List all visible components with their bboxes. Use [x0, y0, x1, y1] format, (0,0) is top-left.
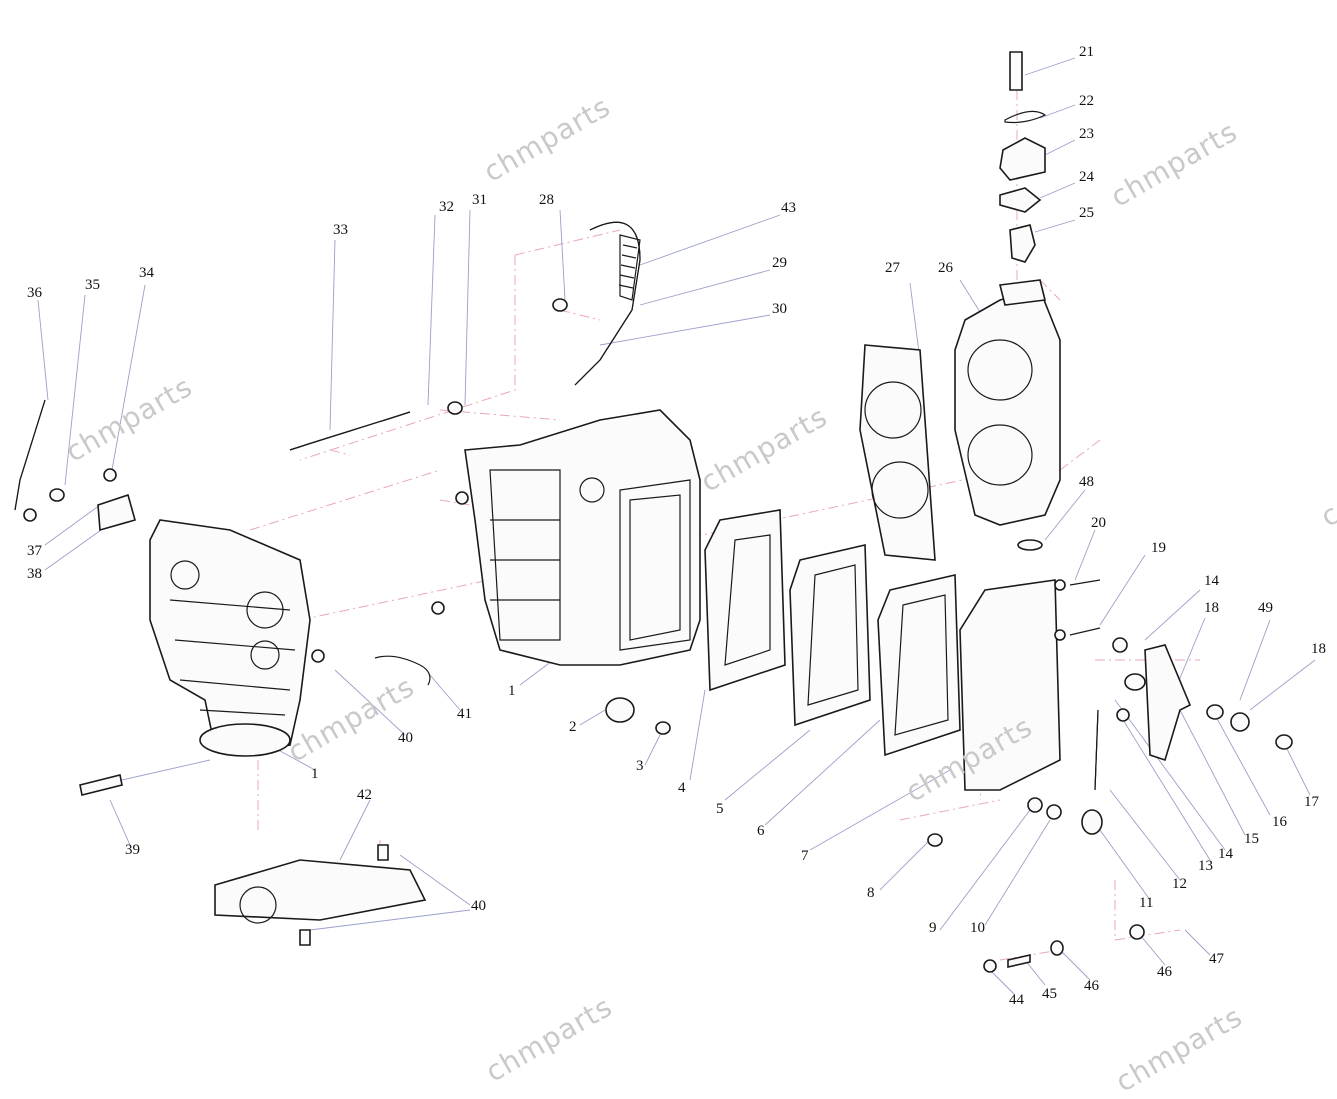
- small-parts-left: [23, 298, 943, 946]
- callout-27: 27: [885, 260, 900, 276]
- callout-34: 34: [139, 265, 154, 281]
- callout-12: 12: [1172, 876, 1187, 892]
- callout-16: 16: [1272, 814, 1287, 830]
- callout-13: 13: [1198, 858, 1213, 874]
- callout-14: 14: [1204, 573, 1219, 589]
- callout-49: 49: [1258, 600, 1273, 616]
- callout-25: 25: [1079, 205, 1094, 221]
- callout-26: 26: [938, 260, 953, 276]
- assembly-lines: [249, 70, 1200, 961]
- callout-21: 21: [1079, 44, 1094, 60]
- callout-5: 5: [716, 801, 724, 817]
- callout-38: 38: [27, 566, 42, 582]
- callout-42: 42: [357, 787, 372, 803]
- callout-40b: 40: [471, 898, 486, 914]
- callout-3: 3: [636, 758, 644, 774]
- callout-19: 19: [1151, 540, 1166, 556]
- callout-28: 28: [539, 192, 554, 208]
- callout-48: 48: [1079, 474, 1094, 490]
- callout-10: 10: [970, 920, 985, 936]
- thermostat-stack: [999, 51, 1047, 263]
- parts-drawing: [14, 51, 1316, 996]
- callout-2: 2: [569, 719, 577, 735]
- callout-20: 20: [1091, 515, 1106, 531]
- callout-35: 35: [85, 277, 100, 293]
- callout-4: 4: [678, 780, 686, 796]
- callout-40: 40: [398, 730, 413, 746]
- callout-17: 17: [1304, 794, 1319, 810]
- callout-14b: 14: [1218, 846, 1233, 862]
- callout-18b: 18: [1311, 641, 1326, 657]
- callout-39: 39: [125, 842, 140, 858]
- callout-45: 45: [1042, 986, 1057, 1002]
- callout-11: 11: [1139, 895, 1154, 911]
- hoses: [14, 221, 1099, 791]
- callout-36: 36: [27, 285, 42, 301]
- cylinder-head: [954, 279, 1061, 551]
- callout-15: 15: [1244, 831, 1259, 847]
- callout-47: 47: [1209, 951, 1224, 967]
- gaskets: [214, 344, 1061, 924]
- callout-32: 32: [439, 199, 454, 215]
- callout-1: 1: [508, 683, 516, 699]
- callout-23: 23: [1079, 126, 1094, 142]
- callout-44: 44: [1009, 992, 1024, 1008]
- small-parts-right: [983, 579, 1293, 973]
- cylinder-block: [464, 409, 701, 666]
- callout-1b: 1: [311, 766, 319, 782]
- callout-29: 29: [772, 255, 787, 271]
- callout-18: 18: [1204, 600, 1219, 616]
- crankcase-half-left: [149, 519, 311, 757]
- callout-9: 9: [929, 920, 937, 936]
- callout-37: 37: [27, 543, 42, 559]
- callout-8: 8: [867, 885, 875, 901]
- leader-lines: [37, 57, 1316, 996]
- callout-33: 33: [333, 222, 348, 238]
- callout-41: 41: [457, 706, 472, 722]
- callout-24: 24: [1079, 169, 1094, 185]
- callout-7: 7: [801, 848, 809, 864]
- callout-46: 46: [1157, 964, 1172, 980]
- exploded-parts-diagram: chmparts chmparts chmparts chmparts chmp…: [14, 44, 1337, 1099]
- callout-46b: 46: [1084, 978, 1099, 994]
- callout-22: 22: [1079, 93, 1094, 109]
- callout-43: 43: [781, 200, 796, 216]
- callout-31: 31: [472, 192, 487, 208]
- callout-30: 30: [772, 301, 787, 317]
- callout-6: 6: [757, 823, 765, 839]
